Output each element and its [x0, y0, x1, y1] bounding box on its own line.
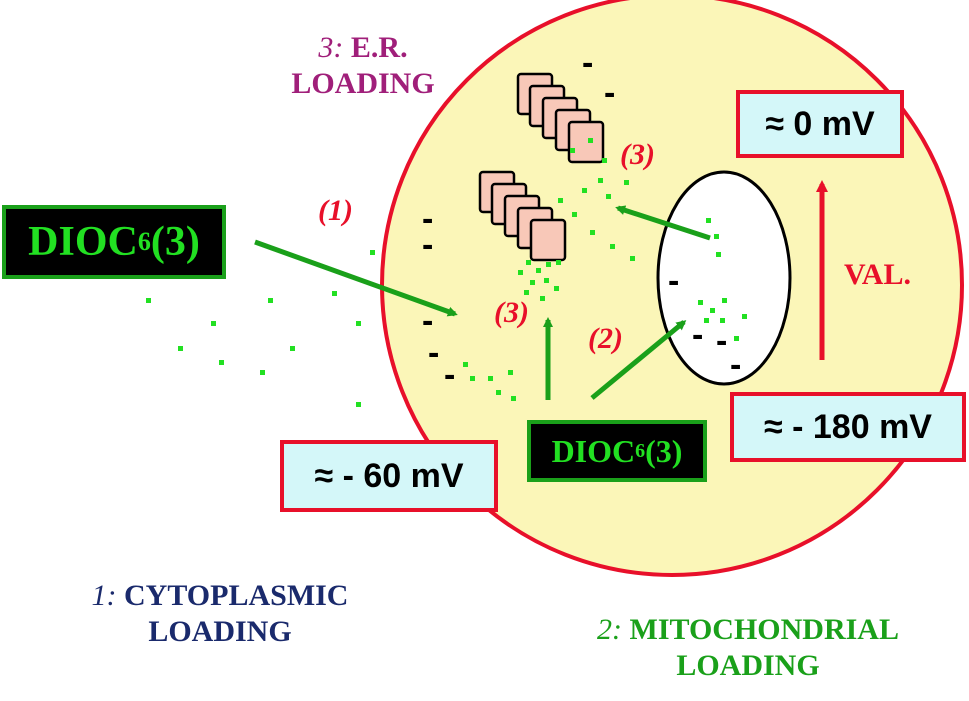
dye-dot — [332, 291, 337, 296]
arrow-to-mitochondrion — [590, 320, 687, 400]
dye-dot — [370, 250, 375, 255]
dye-dot — [260, 370, 265, 375]
er-stack-lower — [478, 170, 567, 262]
dye-dot — [488, 376, 493, 381]
dye-dot — [704, 318, 709, 323]
dye-dot — [742, 314, 747, 319]
dye-dot — [706, 218, 711, 223]
dye-dot — [268, 298, 273, 303]
caption-cyto-line2: LOADING — [148, 615, 292, 648]
dye-dot — [554, 286, 559, 291]
potential-cytoplasm-box: ≈ - 60 mV — [280, 440, 498, 512]
dye-dot — [536, 268, 541, 273]
caption-mito-line2: LOADING — [676, 649, 820, 682]
minus-sign: - — [692, 316, 703, 354]
potential-mitochondria-box: ≈ - 180 mV — [730, 392, 966, 462]
dye-dot — [630, 256, 635, 261]
dye-subscript-inside: 6 — [635, 439, 646, 462]
caption-er-line1: E.R. — [350, 31, 408, 64]
caption-er-loading: 3: E.R. LOADING — [258, 30, 468, 102]
minus-sign: - — [422, 302, 433, 340]
potential-mitochondria-value: ≈ - 180 mV — [764, 407, 932, 446]
caption-cyto-number: 1: — [91, 579, 117, 612]
mitochondrion — [656, 170, 792, 386]
dye-dot — [508, 370, 513, 375]
dye-dot — [546, 262, 551, 267]
negative-charges: ----------- — [422, 44, 741, 394]
dye-dot — [720, 318, 725, 323]
minus-sign: - — [604, 74, 615, 112]
arrow-mitochondrion-to-er — [615, 205, 711, 241]
dye-dots — [146, 138, 747, 407]
dye-dot — [511, 396, 516, 401]
dye-dot — [602, 158, 607, 163]
potential-er-box: ≈ 0 mV — [736, 90, 904, 158]
step-label-2: (2) — [588, 322, 623, 355]
dye-dot — [496, 390, 501, 395]
dye-subscript: 6 — [137, 227, 151, 256]
caption-er-number: 3: — [318, 31, 344, 64]
minus-sign: - — [444, 356, 455, 394]
caption-mito-number: 2: — [597, 613, 622, 646]
dye-dot — [518, 270, 523, 275]
minus-sign: - — [668, 262, 679, 300]
dye-dot — [558, 198, 563, 203]
dye-dot — [722, 298, 727, 303]
dye-name-inside: DIOC — [551, 432, 636, 469]
dye-dot — [290, 346, 295, 351]
dye-dot — [698, 300, 703, 305]
minus-sign: - — [582, 44, 593, 82]
dye-dot — [211, 321, 216, 326]
dye-dot — [570, 148, 575, 153]
minus-sign: - — [422, 226, 433, 264]
caption-cyto-line1: CYTOPLASMIC — [124, 579, 349, 612]
dye-dot — [463, 362, 468, 367]
dye-dot — [588, 138, 593, 143]
caption-mito-line1: MITOCHONDRIAL — [629, 613, 899, 646]
dye-dot — [526, 260, 531, 265]
dye-dot — [572, 212, 577, 217]
dye-dot — [356, 402, 361, 407]
minus-sign: - — [422, 200, 433, 238]
dye-name: DIOC — [28, 219, 138, 265]
step-label-3-upper: (3) — [620, 138, 655, 171]
dye-dot — [710, 308, 715, 313]
dye-dot — [582, 188, 587, 193]
step-label-1: (1) — [318, 194, 353, 227]
dye-dot — [716, 252, 721, 257]
dye-dot — [598, 178, 603, 183]
dye-dot — [178, 346, 183, 351]
dye-dot — [556, 260, 561, 265]
dye-dot — [146, 298, 151, 303]
potential-cytoplasm-value: ≈ - 60 mV — [314, 456, 464, 495]
dye-dot — [624, 180, 629, 185]
dye-dot — [590, 230, 595, 235]
dye-dot — [734, 336, 739, 341]
dye-dot — [606, 194, 611, 199]
valinomycin-label: VAL. — [844, 258, 911, 291]
dye-dot — [219, 360, 224, 365]
step-label-3-lower: (3) — [494, 296, 529, 329]
dye-dot — [470, 376, 475, 381]
dye-suffix-inside: (3) — [645, 432, 683, 469]
dye-dot — [530, 280, 535, 285]
arrow-cytoplasmic-entry — [254, 239, 458, 317]
dye-dot — [714, 234, 719, 239]
caption-mitochondrial-loading: 2: MITOCHONDRIAL LOADING — [548, 612, 948, 684]
caption-er-line2: LOADING — [291, 67, 435, 100]
dye-dot — [544, 278, 549, 283]
dye-dot — [610, 244, 615, 249]
minus-sign: - — [428, 334, 439, 372]
potential-er-value: ≈ 0 mV — [765, 104, 875, 143]
minus-sign: - — [716, 322, 727, 360]
dye-dot — [356, 321, 361, 326]
dye-dot — [540, 296, 545, 301]
dye-dot — [524, 290, 529, 295]
dye-suffix: (3) — [150, 219, 200, 265]
minus-sign: - — [730, 346, 741, 384]
caption-cytoplasmic-loading: 1: CYTOPLASMIC LOADING — [40, 578, 400, 650]
